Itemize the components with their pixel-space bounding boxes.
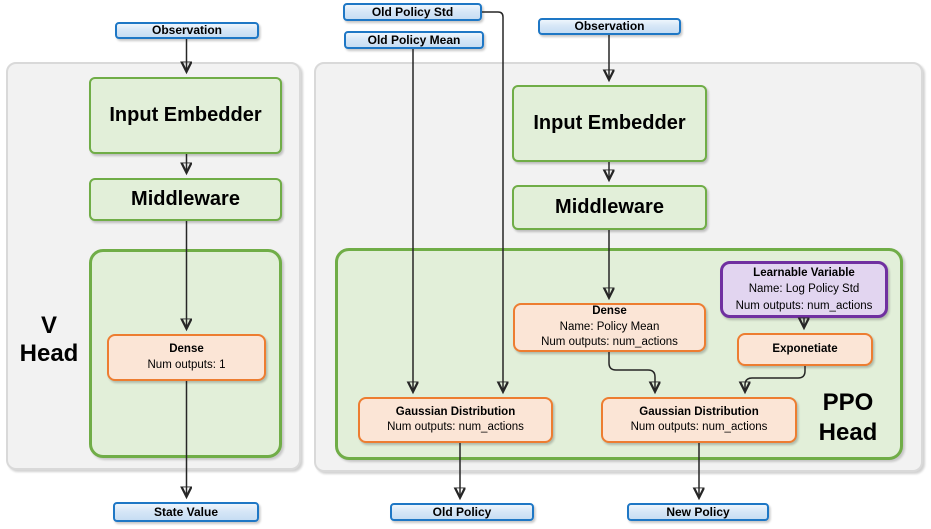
v-head-label: V Head: [19, 312, 79, 367]
node-observation-right: Observation: [538, 18, 681, 35]
node-gaussian-distribution-old: Gaussian Distribution Num outputs: num_a…: [358, 397, 553, 443]
node-exponentiate: Exponetiate: [737, 333, 873, 366]
node-old-policy-mean: Old Policy Mean: [344, 31, 484, 49]
node-label: Middleware: [131, 188, 240, 210]
node-middleware-right: Middleware: [512, 185, 707, 230]
node-label: Observation: [151, 23, 223, 37]
node-title: Learnable Variable: [753, 266, 855, 279]
node-subtext: Name: Policy Mean: [559, 320, 660, 333]
node-observation-left: Observation: [115, 22, 259, 39]
node-label: Old Policy Mean: [367, 32, 461, 47]
node-input-embedder-right: Input Embedder: [512, 85, 707, 162]
node-dense-policy-mean: Dense Name: Policy Mean Num outputs: num…: [513, 303, 706, 352]
node-subtext: Name: Log Policy Std: [748, 283, 860, 296]
node-subtext: Num outputs: num_actions: [630, 421, 768, 433]
node-subtext: Num outputs: num_actions: [387, 421, 524, 433]
node-label: Input Embedder: [533, 112, 686, 134]
node-subtext: Num outputs: 1: [147, 358, 226, 371]
node-label: State Value: [153, 504, 219, 519]
node-label: Input Embedder: [109, 104, 262, 126]
node-input-embedder-left: Input Embedder: [89, 77, 282, 154]
node-title: Dense: [592, 305, 627, 318]
node-label: Old Policy Std: [371, 4, 454, 19]
node-title: Exponetiate: [772, 342, 838, 355]
node-label: Old Policy: [432, 504, 492, 519]
ppo-head-label: PPO Head: [818, 389, 878, 446]
node-label: Observation: [574, 19, 645, 33]
node-dense-v: Dense Num outputs: 1: [107, 334, 266, 381]
node-subtext: Num outputs: num_actions: [735, 299, 873, 312]
node-state-value: State Value: [113, 502, 259, 522]
node-subtext: Num outputs: num_actions: [541, 336, 678, 349]
node-old-policy: Old Policy: [390, 503, 534, 521]
node-title: Gaussian Distribution: [395, 405, 516, 418]
node-middleware-left: Middleware: [89, 178, 282, 221]
node-learnable-variable: Learnable Variable Name: Log Policy Std …: [720, 261, 888, 318]
node-label: New Policy: [666, 504, 730, 519]
node-title: Gaussian Distribution: [639, 405, 759, 418]
node-title: Dense: [169, 343, 204, 355]
node-new-policy: New Policy: [627, 503, 769, 521]
node-old-policy-std: Old Policy Std: [343, 3, 482, 21]
node-gaussian-distribution-new: Gaussian Distribution Num outputs: num_a…: [601, 397, 797, 443]
node-label: Middleware: [555, 196, 664, 218]
